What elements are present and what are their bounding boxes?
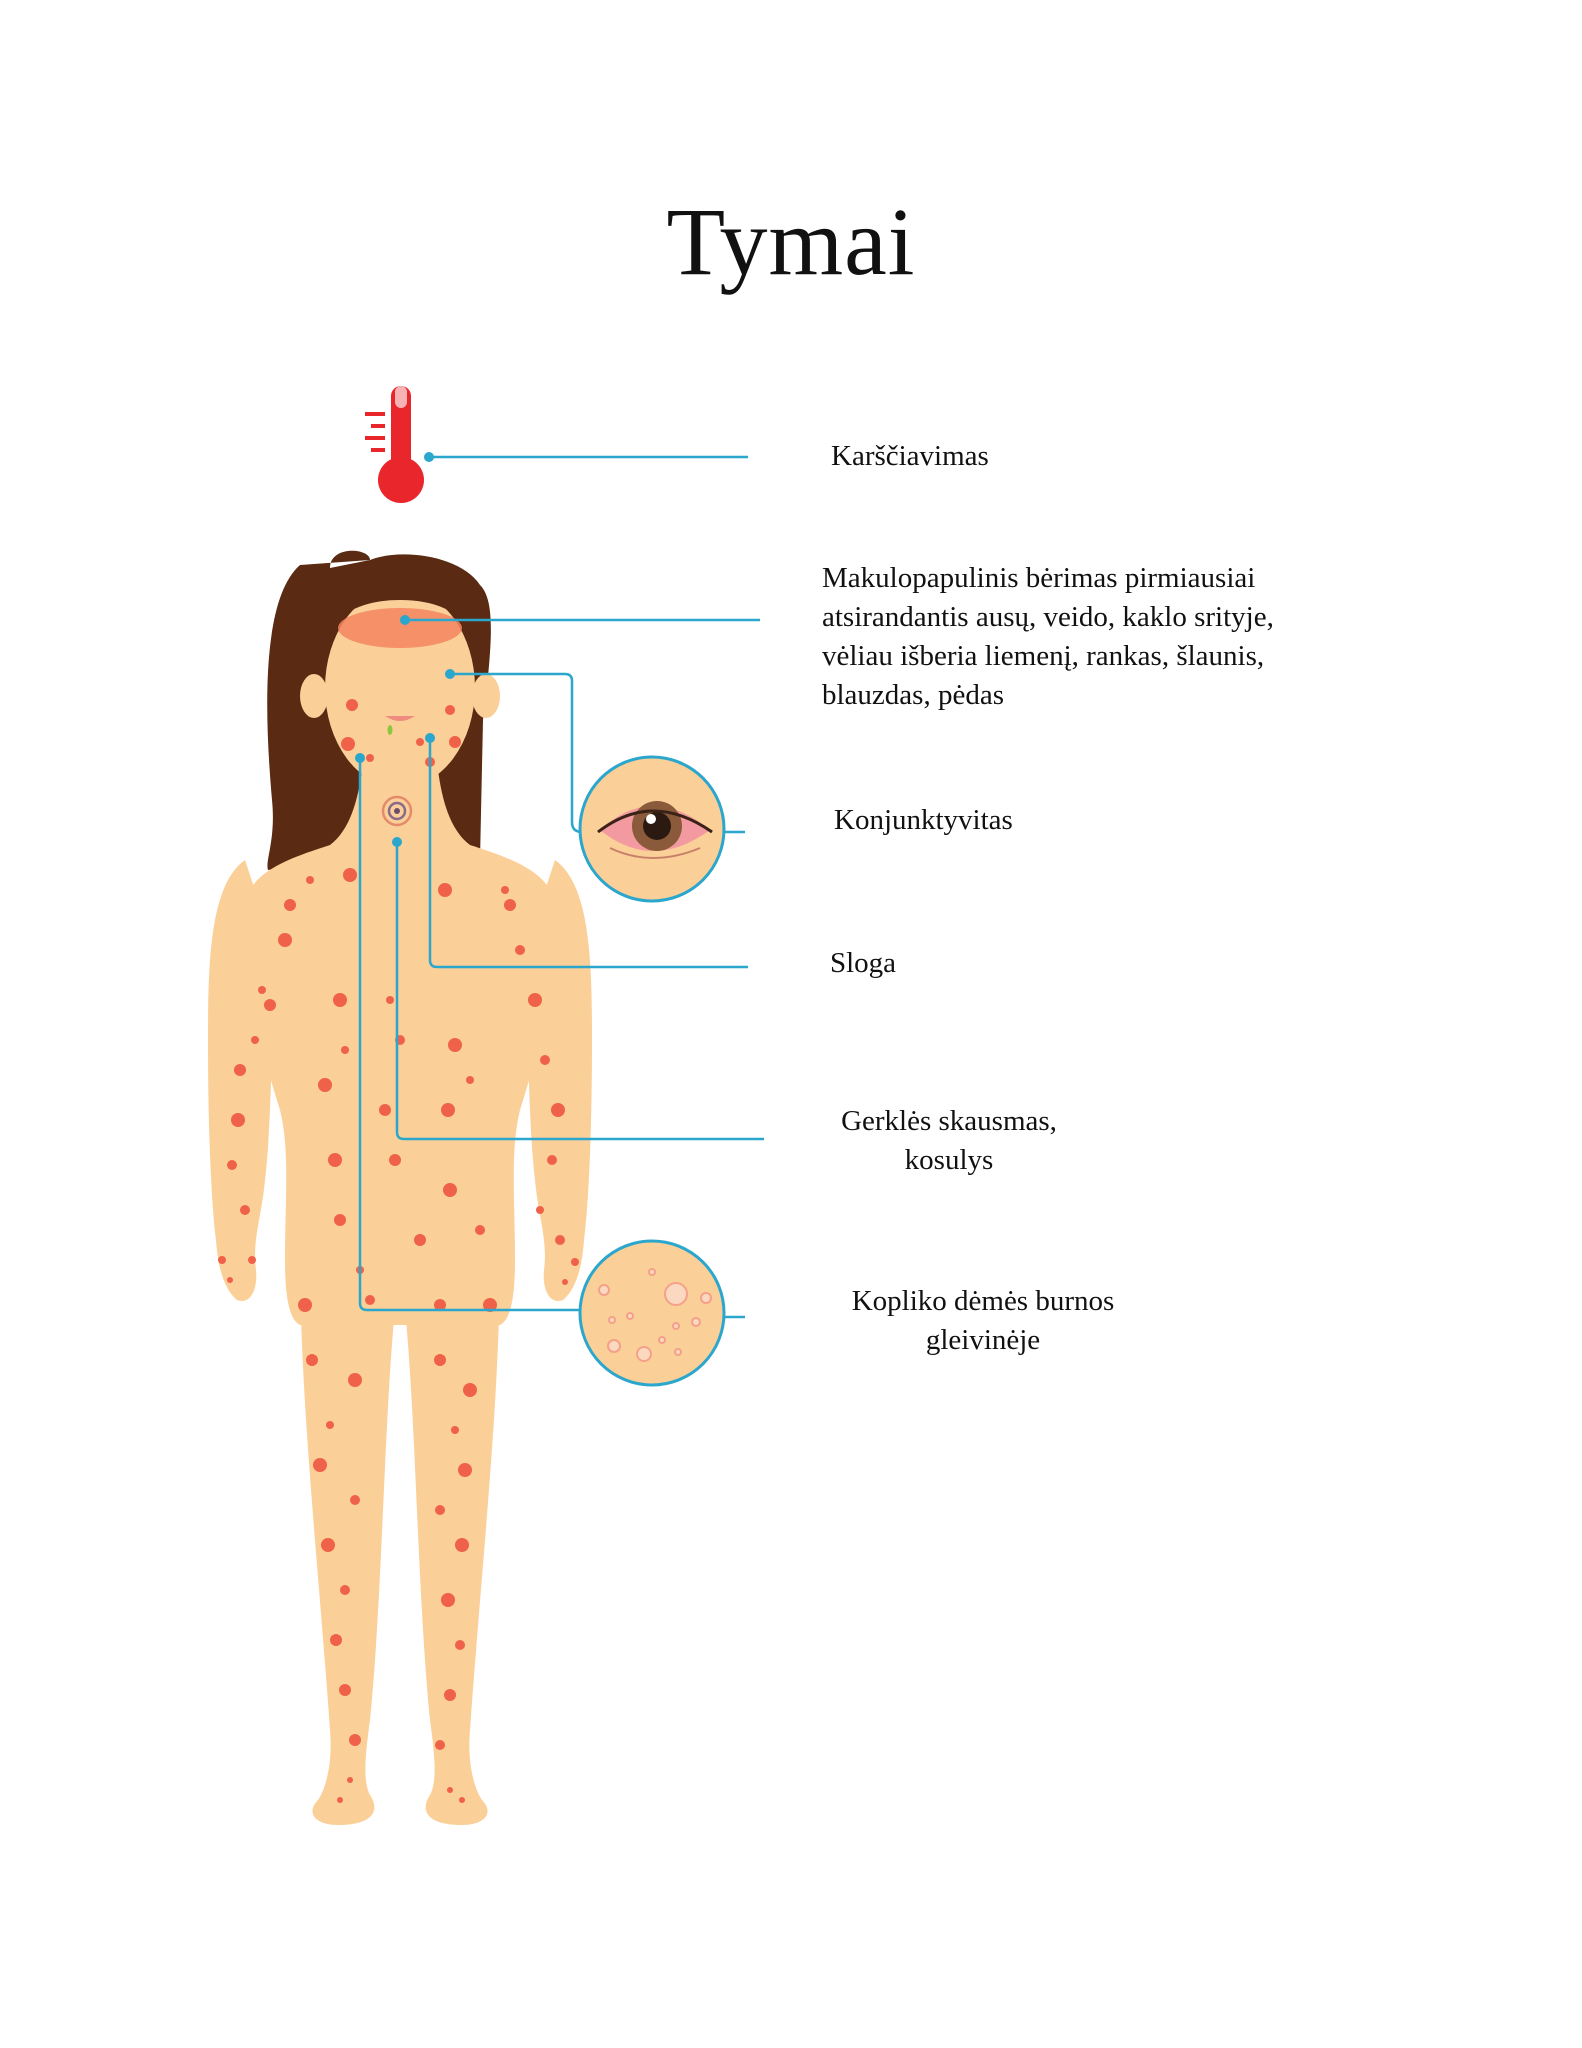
label-rash-line: vėliau išberia liemenį, rankas, šlaunis, <box>822 640 1265 672</box>
torso <box>243 770 557 1325</box>
label-throat-line: kosulys <box>904 1144 994 1176</box>
rash-spots <box>218 699 579 1803</box>
label-rash-line: blauzdas, pėdas <box>822 679 1004 711</box>
thermometer-icon <box>365 386 424 503</box>
mouth-mucosa-icon <box>578 1239 726 1387</box>
label-koplik-line: Kopliko dėmės burnos <box>851 1285 1115 1317</box>
label-rash-line: Makulopapulinis bėrimas pirmiausiai <box>822 562 1256 594</box>
connector-dots <box>355 452 455 847</box>
forehead-rash <box>338 608 462 648</box>
label-throat-line: Gerklės skausmas, <box>841 1105 1057 1137</box>
label-koplik-line: gleivinėje <box>925 1324 1041 1356</box>
child-figure <box>208 550 592 1825</box>
label-rash: Makulopapulinis bėrimas pirmiausiai atsi… <box>822 559 1274 715</box>
connector-lines <box>358 455 764 1319</box>
label-fever: Karščiavimas <box>831 440 989 472</box>
label-runny-nose: Sloga <box>830 947 897 979</box>
throat-icon <box>381 795 413 827</box>
label-rash-line: atsirandantis ausų, veido, kaklo srityje… <box>822 601 1274 633</box>
label-throat: Gerklės skausmas, kosulys <box>834 1102 1064 1180</box>
eye-icon <box>578 755 726 903</box>
hair-top <box>319 556 481 650</box>
page-title: Tymai <box>666 188 916 295</box>
label-conjunctivitis: Konjunktyvitas <box>834 804 1013 836</box>
legs <box>300 1255 500 1825</box>
label-koplik: Kopliko dėmės burnos gleivinėje <box>838 1282 1128 1360</box>
